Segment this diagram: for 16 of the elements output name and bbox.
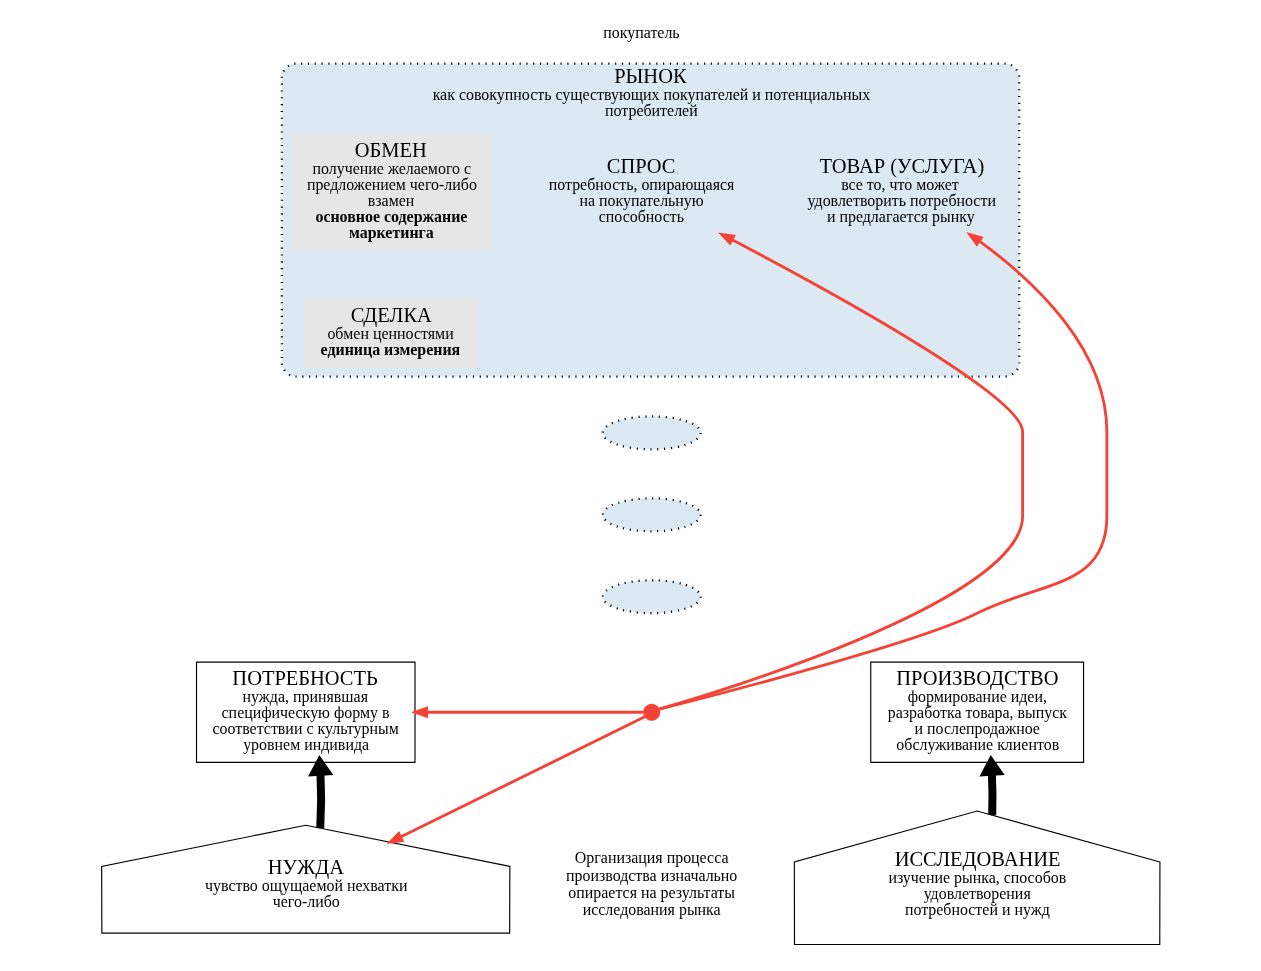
arrow (307, 754, 333, 828)
arrow (978, 754, 1005, 815)
node-box: ПОТРЕБНОСТЬ нужда, принявшая специфическую форму в соответствии с культурным уровнем индивида (195, 661, 416, 763)
node-ellipse (601, 578, 702, 614)
node-box: ПРОИЗВОДСТВО формирование идеи, разработка товара, выпуск и послепродажное обслуживание клиентов (869, 661, 1084, 763)
node-ellipse (601, 414, 702, 450)
label: Организация процесса производства изначально опирается на результаты исследования рынка (565, 848, 737, 918)
label: покупатель (602, 23, 680, 41)
arrow (410, 705, 643, 718)
node-text: ТОВАР (УСЛУГА) все то, что может удовлетворить потребности и предлагается рынку (807, 154, 996, 225)
arrow (658, 231, 1108, 711)
node-text: СПРОС потребность, опирающаяся на покупательную способность (548, 154, 734, 225)
node-circle (642, 703, 660, 721)
node-ellipse (601, 496, 702, 532)
arrow (658, 231, 1024, 710)
arrow (385, 715, 645, 844)
